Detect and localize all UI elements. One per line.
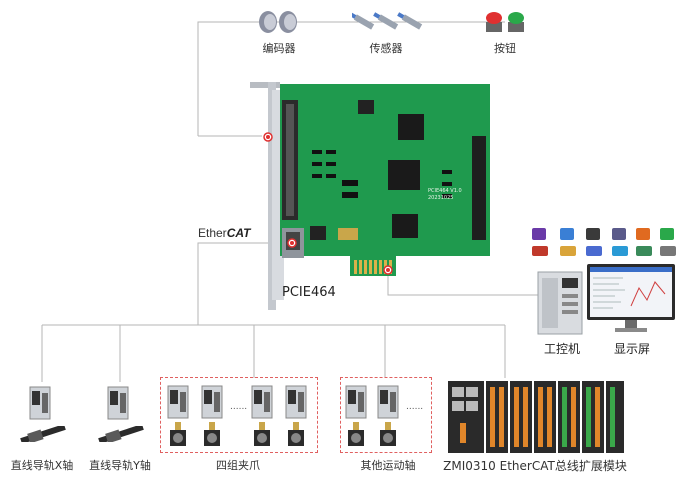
encoder-label: 编码器 [262,42,296,55]
ethercat-suffix: CAT [226,226,251,240]
ethercat-prefix: Ether [198,226,227,240]
gripper-group-box [160,377,318,453]
other-axes-ellipsis: ...... [406,402,424,412]
io-module-label: ZMI0310 EtherCAT总线扩展模块 [443,459,627,473]
monitor-label: 显示屏 [613,342,650,356]
other-axes-label: 其他运动轴 [360,459,416,472]
x-axis-label: 直线导轨X轴 [10,459,74,472]
encoder-icon [257,8,301,40]
linear-rail-x-icon [18,424,68,446]
software-logo-grid [530,226,680,266]
gripper-drives-icon [166,384,316,454]
servo-drive-x-icon [28,385,52,425]
sensor-icon [349,10,424,38]
ethercat-logo: EtherCAT [198,226,250,240]
io-module-icon [448,377,624,459]
other-axes-group-box [340,377,432,453]
pcie-card [246,80,496,316]
ipc-label: 工控机 [543,342,580,356]
y-axis-label: 直线导轨Y轴 [89,459,151,472]
industrial-pc-icon [536,270,586,340]
other-axes-drives-icon [344,384,414,454]
pcb-silk-date: 20231025 [428,195,454,201]
pcie-model-label: PCIE464 [282,285,336,300]
button-label: 按钮 [494,42,516,55]
pcb-silk-model: PCIE464 V1.0 [428,188,462,194]
push-button-icon [484,8,526,38]
servo-drive-y-icon [106,385,130,425]
monitor-icon [585,262,677,338]
linear-rail-y-icon [96,424,146,446]
gripper-ellipsis: ...... [230,402,248,412]
gripper-label: 四组夹爪 [216,459,260,472]
sensor-label: 传感器 [369,42,403,55]
